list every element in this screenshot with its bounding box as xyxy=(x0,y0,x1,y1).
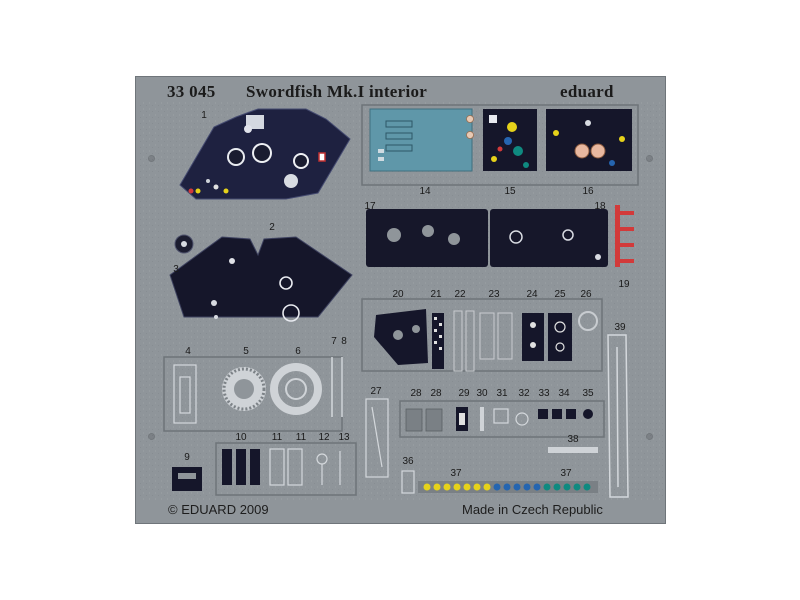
part-number: 11 xyxy=(295,432,307,443)
part-number: 10 xyxy=(235,432,247,443)
fret-parts-drawing xyxy=(138,101,665,501)
part-number: 35 xyxy=(582,388,594,399)
part-39-strut xyxy=(607,334,629,498)
part-number: 14 xyxy=(419,186,431,197)
part-38-bar xyxy=(548,447,598,453)
part-number: 15 xyxy=(504,186,516,197)
part-9-box xyxy=(172,467,202,491)
part-11-frames xyxy=(269,448,303,486)
part-number: 37 xyxy=(450,468,462,479)
part-2-console xyxy=(169,236,353,322)
part-number: 28 xyxy=(410,388,422,399)
part-number: 11 xyxy=(271,432,283,443)
part-15-switch-panel xyxy=(483,109,537,171)
part-number: 30 xyxy=(476,388,488,399)
part-number: 23 xyxy=(488,289,500,300)
part-6-ring xyxy=(270,363,322,415)
brand-logo-text: eduard xyxy=(560,82,614,101)
part-number: 18 xyxy=(594,201,606,212)
part-28-grids xyxy=(405,408,443,432)
origin-text: Made in Czech Republic xyxy=(462,502,603,517)
part-number: 29 xyxy=(458,388,470,399)
part-number: 5 xyxy=(243,346,249,357)
copyright-text: © EDUARD 2009 xyxy=(168,502,269,517)
part-25-dark xyxy=(548,313,572,361)
part-26-ring xyxy=(578,311,598,331)
part-10-switch-blocks xyxy=(222,449,260,485)
part-number: 21 xyxy=(430,289,442,300)
part-27-rail xyxy=(365,398,389,478)
part-30-lever xyxy=(480,407,484,431)
part-number: 38 xyxy=(567,434,579,445)
part-16-gauge-panel xyxy=(546,109,632,171)
part-12-13-levers xyxy=(316,451,341,485)
part-number: 1 xyxy=(201,110,207,121)
part-33-34-35-knobs xyxy=(538,409,593,419)
part-number: 4 xyxy=(185,346,191,357)
part-14-teal-panel xyxy=(369,108,474,172)
part-number: 32 xyxy=(518,388,530,399)
part-5-gear xyxy=(222,367,266,411)
photo-etch-fret: 33 045 Swordfish Mk.I interior eduard xyxy=(135,76,666,524)
part-1-instrument-panel xyxy=(179,108,351,200)
part-17-dark-plate xyxy=(366,209,488,267)
part-7-8-rods xyxy=(331,357,343,417)
part-number: 6 xyxy=(295,346,301,357)
part-number: 3 xyxy=(173,264,179,275)
part-number: 20 xyxy=(392,289,404,300)
part-20-dark-shape xyxy=(374,309,428,365)
part-23-frames xyxy=(479,312,513,360)
part-number: 25 xyxy=(554,289,566,300)
part-number: 17 xyxy=(364,201,376,212)
part-number: 19 xyxy=(618,279,630,290)
part-37-led-strip xyxy=(418,481,598,493)
fret-title: Swordfish Mk.I interior xyxy=(246,82,428,101)
part-31-32-squares xyxy=(493,408,529,426)
part-number: 9 xyxy=(184,452,190,463)
part-number: 28 xyxy=(430,388,442,399)
part-36-tab xyxy=(401,470,415,494)
part-number: 27 xyxy=(370,386,382,397)
part-number: 33 xyxy=(538,388,550,399)
part-number: 39 xyxy=(614,322,626,333)
part-number: 8 xyxy=(341,336,347,347)
fret-code: 33 045 xyxy=(167,82,216,101)
part-number: 16 xyxy=(582,186,594,197)
part-number: 12 xyxy=(318,432,330,443)
part-19-red-clips xyxy=(615,205,634,267)
part-4-bracket xyxy=(173,364,197,424)
part-number: 7 xyxy=(331,336,337,347)
part-number: 13 xyxy=(338,432,350,443)
part-29-switch xyxy=(456,407,468,431)
part-number: 24 xyxy=(526,289,538,300)
part-number: 36 xyxy=(402,456,414,467)
part-number: 22 xyxy=(454,289,466,300)
part-18-dark-plate xyxy=(490,209,608,267)
part-number: 26 xyxy=(580,289,592,300)
part-3-small-dial xyxy=(174,234,194,254)
part-number: 2 xyxy=(269,222,275,233)
part-24-dark xyxy=(522,313,544,361)
part-22-strip xyxy=(453,310,475,372)
part-21-checkered xyxy=(432,313,444,369)
part-number: 34 xyxy=(558,388,570,399)
part-number: 37 xyxy=(560,468,572,479)
part-number: 31 xyxy=(496,388,508,399)
